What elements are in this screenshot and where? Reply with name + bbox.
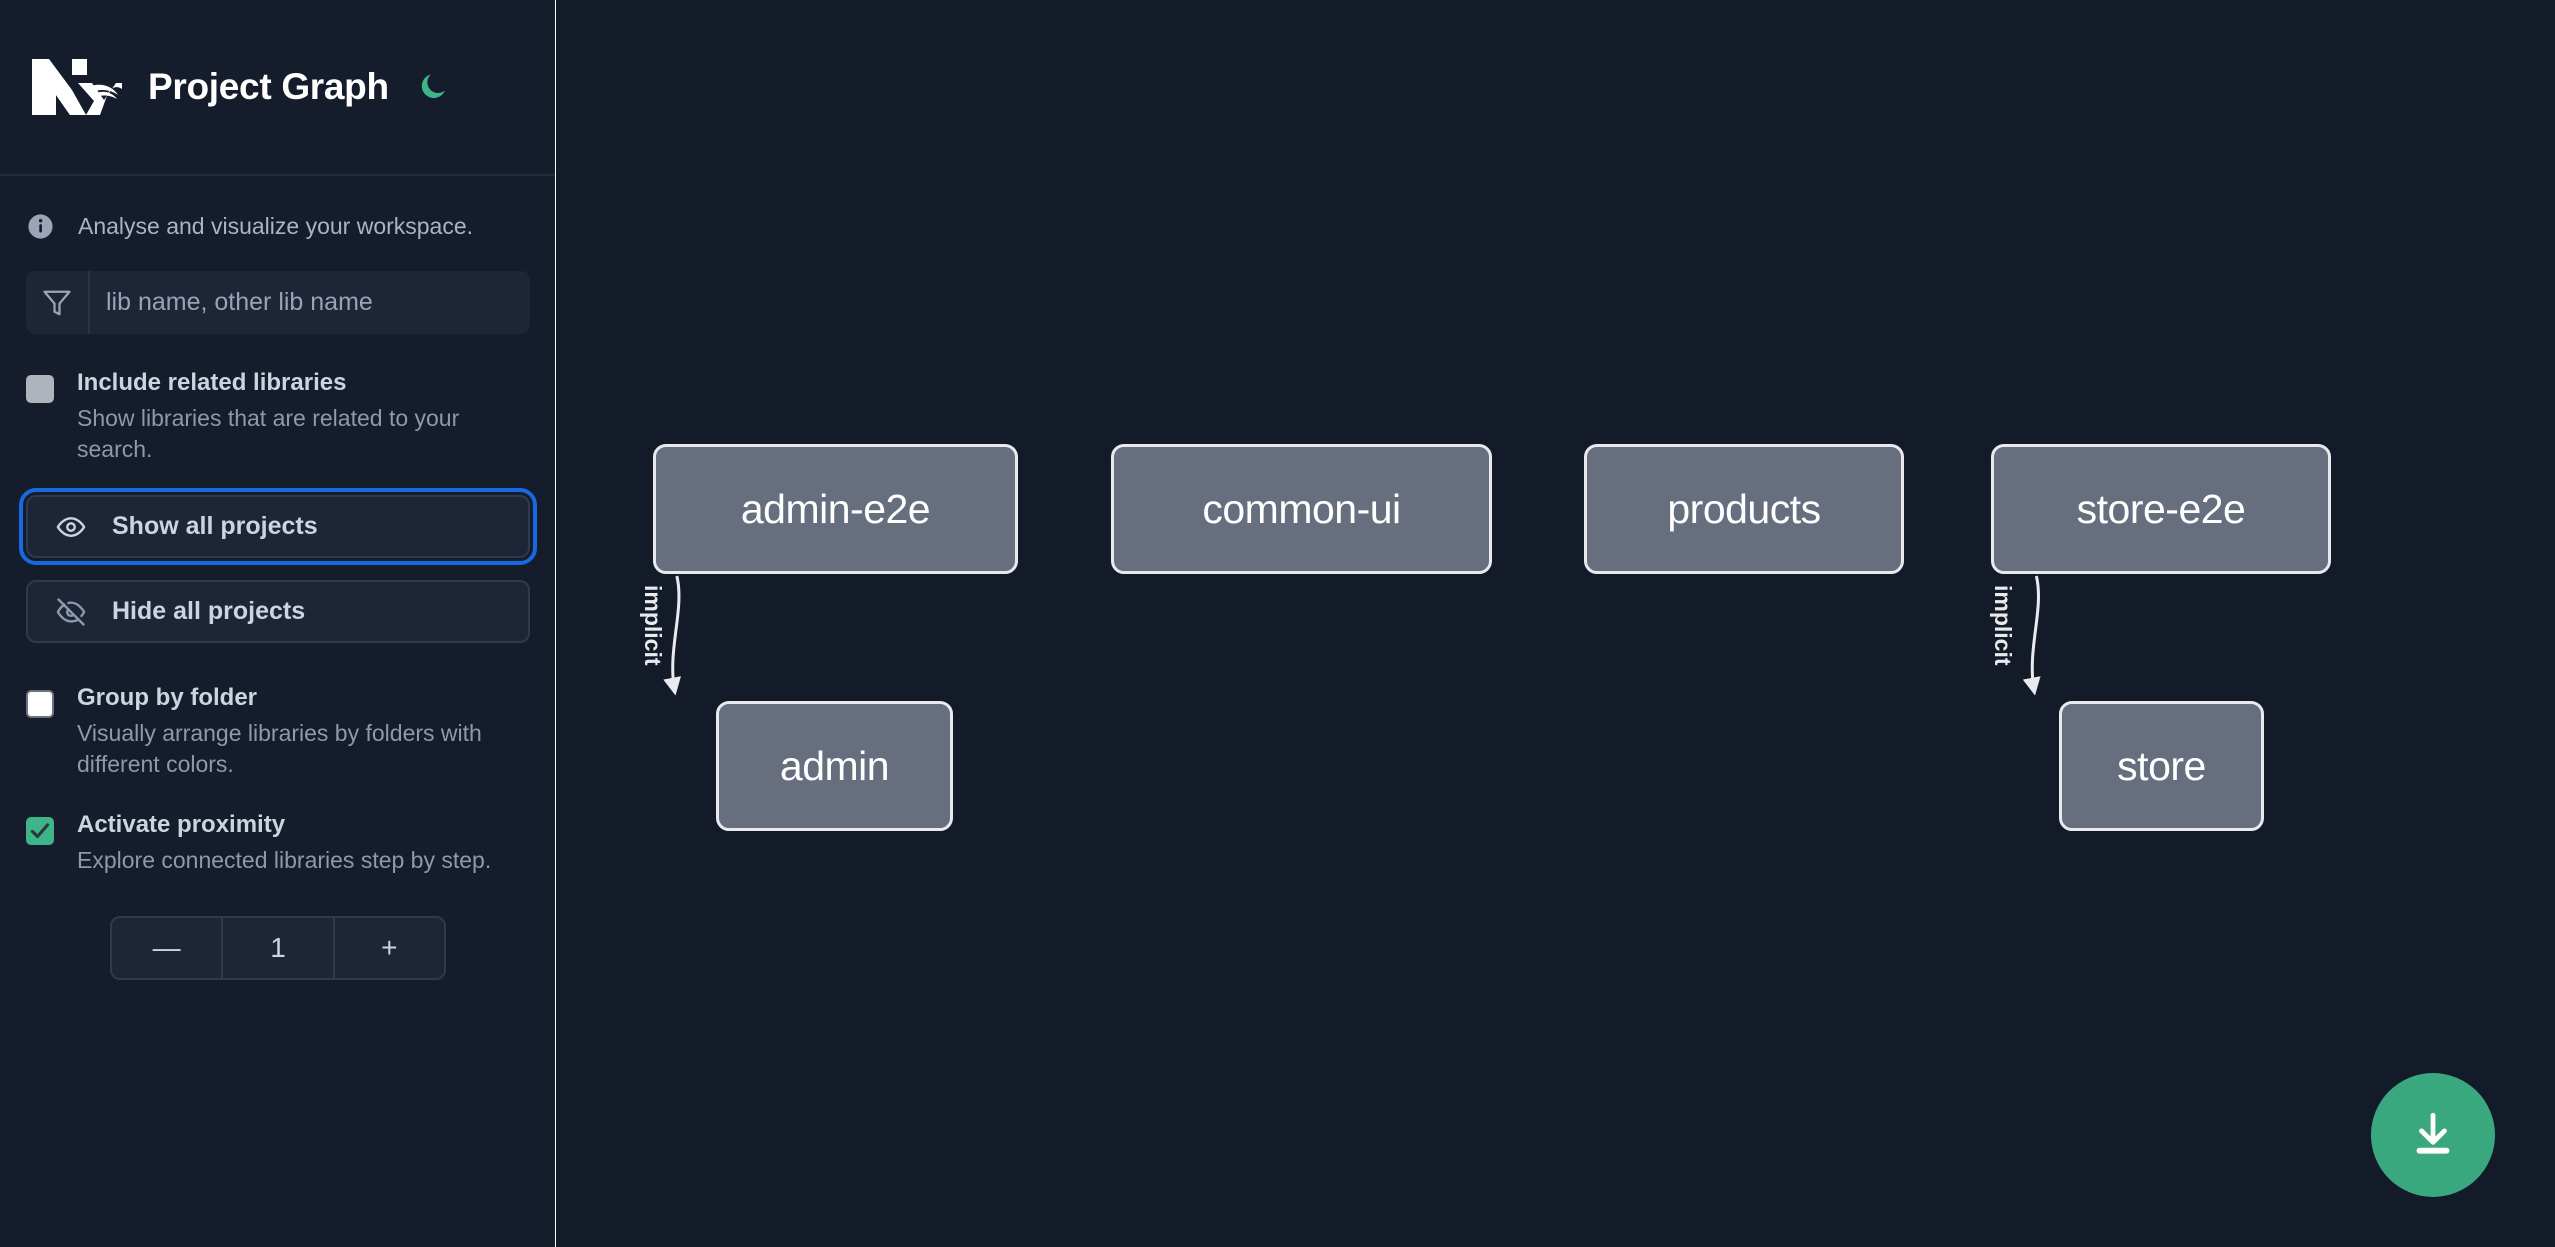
- proximity-decrement-button[interactable]: —: [152, 932, 181, 964]
- option-group-by-folder[interactable]: Group by folder Visually arrange librari…: [26, 683, 530, 780]
- hide-all-projects-label: Hide all projects: [112, 597, 306, 626]
- download-icon: [2408, 1109, 2458, 1162]
- eye-icon: [56, 512, 90, 542]
- include-related-libraries-checkbox[interactable]: [26, 375, 54, 403]
- edge-admin-e2e-admin: [663, 575, 682, 696]
- graph-node-store[interactable]: store: [2059, 701, 2264, 831]
- proximity-value: 1: [221, 918, 335, 979]
- edge-label-implicit: implicit: [640, 585, 666, 666]
- app-title: Project Graph: [148, 66, 389, 107]
- option-description: Visually arrange libraries by folders wi…: [77, 720, 482, 778]
- option-description: Explore connected libraries step by step…: [77, 847, 492, 874]
- option-include-related-libraries[interactable]: Include related libraries Show libraries…: [26, 368, 530, 465]
- proximity-stepper[interactable]: — 1 +: [110, 916, 446, 981]
- info-icon: [26, 212, 55, 241]
- edge-store-e2e-store: [2022, 575, 2041, 696]
- option-title: Group by folder: [77, 684, 257, 712]
- show-all-projects-label: Show all projects: [112, 512, 318, 541]
- download-graph-button[interactable]: [2371, 1073, 2495, 1197]
- sidebar-body: Include related libraries Show libraries…: [0, 271, 556, 981]
- sidebar-header: Project Graph: [0, 0, 556, 176]
- proximity-increment-button[interactable]: +: [381, 932, 398, 964]
- show-all-projects-button[interactable]: Show all projects: [19, 488, 537, 566]
- check-icon: [30, 823, 50, 839]
- graph-node-products[interactable]: products: [1584, 444, 1904, 574]
- sidebar: Project Graph Analyse and visualize your…: [0, 0, 556, 1247]
- option-activate-proximity[interactable]: Activate proximity Explore connected lib…: [26, 810, 530, 876]
- graph-node-store-e2e[interactable]: store-e2e: [1991, 444, 2331, 574]
- search-field[interactable]: [26, 271, 530, 334]
- activate-proximity-checkbox[interactable]: [26, 817, 54, 846]
- option-title: Include related libraries: [77, 369, 347, 396]
- group-by-folder-checkbox[interactable]: [26, 690, 54, 719]
- moon-icon[interactable]: [415, 69, 451, 105]
- option-title: Activate proximity: [77, 811, 286, 839]
- sidebar-tagline: Analyse and visualize your workspace.: [0, 176, 556, 271]
- graph-node-admin[interactable]: admin: [716, 701, 953, 831]
- hide-all-projects-button[interactable]: Hide all projects: [26, 580, 530, 644]
- edge-label-implicit: implicit: [1990, 585, 2016, 666]
- graph-canvas[interactable]: implicit implicit admin-e2e admin common…: [556, 0, 2555, 1247]
- search-input[interactable]: [90, 271, 530, 334]
- graph-edges: [663, 575, 2041, 696]
- eye-off-icon: [56, 597, 90, 627]
- graph-node-common-ui[interactable]: common-ui: [1111, 444, 1492, 574]
- sidebar-tagline-text: Analyse and visualize your workspace.: [78, 213, 474, 239]
- filter-icon: [26, 271, 90, 334]
- project-visibility-buttons: Show all projects Hide all projects: [19, 488, 537, 644]
- nx-logo-icon: [26, 53, 122, 121]
- sidebar-scrollbar[interactable]: [555, 0, 556, 1247]
- graph-node-admin-e2e[interactable]: admin-e2e: [653, 444, 1018, 574]
- option-description: Show libraries that are related to your …: [77, 405, 460, 463]
